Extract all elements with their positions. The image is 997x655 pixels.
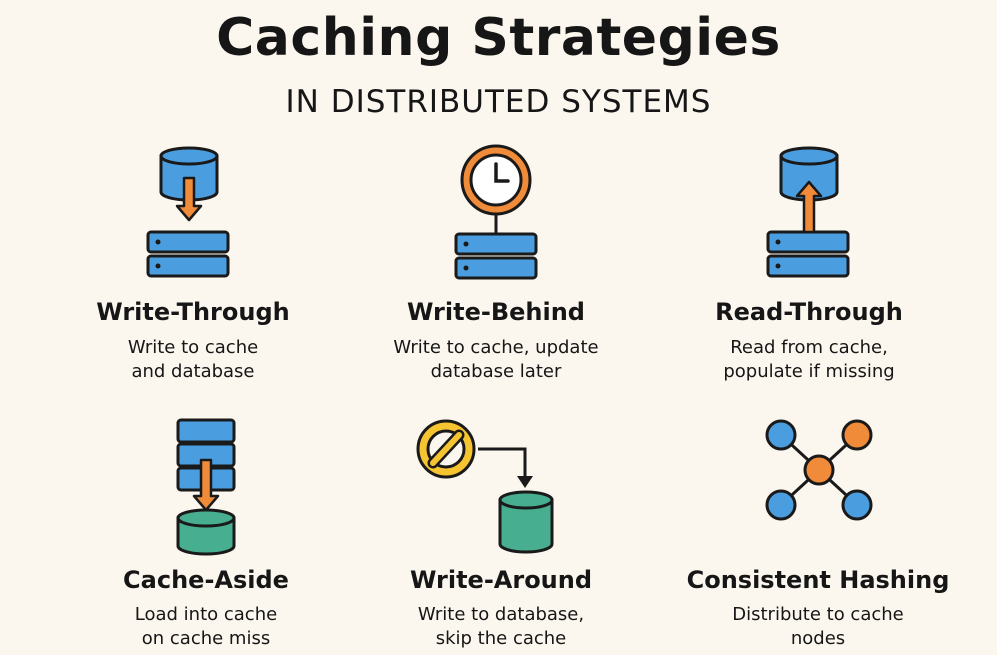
description-line: populate if missing [723, 361, 895, 382]
cache-over-server-down-arrow-icon [146, 146, 230, 278]
strategy-description: Distribute to cache nodes [652, 603, 984, 651]
strategy-description: Write to cache and database [27, 336, 359, 384]
prohibited-arrow-database-icon [416, 419, 554, 554]
clock-over-server-icon [454, 144, 538, 280]
server-down-arrow-database-icon [176, 418, 236, 556]
page-title: Caching Strategies [216, 8, 781, 68]
hash-ring-nodes-icon [765, 419, 873, 521]
strategy-description: Write to database, skip the cache [335, 603, 667, 651]
strategy-card-consistent-hashing: Consistent Hashing Distribute to cache n… [652, 0, 984, 655]
strategy-name: Write-Through [96, 298, 290, 326]
description-line: Read from cache, [730, 337, 888, 358]
description-line: Write to database, [417, 604, 585, 625]
description-line: on cache miss [141, 628, 271, 649]
description-line: Write to cache, update [393, 337, 599, 358]
description-line: Load into cache [134, 604, 278, 625]
strategy-card-write-through: Write-Through Write to cache and databas… [27, 0, 359, 655]
strategy-description: Read from cache, populate if missing [643, 336, 975, 384]
strategy-card-write-behind: Write-Behind Write to cache, update data… [330, 0, 662, 655]
description-line: Distribute to cache [732, 604, 904, 625]
description-line: and database [131, 361, 255, 382]
strategy-name: Write-Behind [407, 298, 585, 326]
strategy-name: Consistent Hashing [686, 566, 950, 594]
strategy-card-write-around: Write-Around Write to database, skip the… [335, 0, 667, 655]
strategy-description: Write to cache, update database later [330, 336, 662, 384]
strategy-name: Read-Through [715, 298, 903, 326]
description-line: Write to cache [127, 337, 259, 358]
server-up-arrow-cache-icon [766, 146, 850, 278]
strategy-description: Load into cache on cache miss [40, 603, 372, 651]
strategy-card-read-through: Read-Through Read from cache, populate i… [643, 0, 975, 655]
strategy-name: Cache-Aside [123, 566, 289, 594]
page-subtitle: IN DISTRIBUTED SYSTEMS [285, 84, 712, 120]
strategy-name: Write-Around [409, 566, 593, 594]
description-line: database later [430, 361, 562, 382]
strategy-card-cache-aside: Cache-Aside Load into cache on cache mis… [40, 0, 372, 655]
description-line: skip the cache [435, 628, 567, 649]
description-line: nodes [790, 628, 846, 649]
